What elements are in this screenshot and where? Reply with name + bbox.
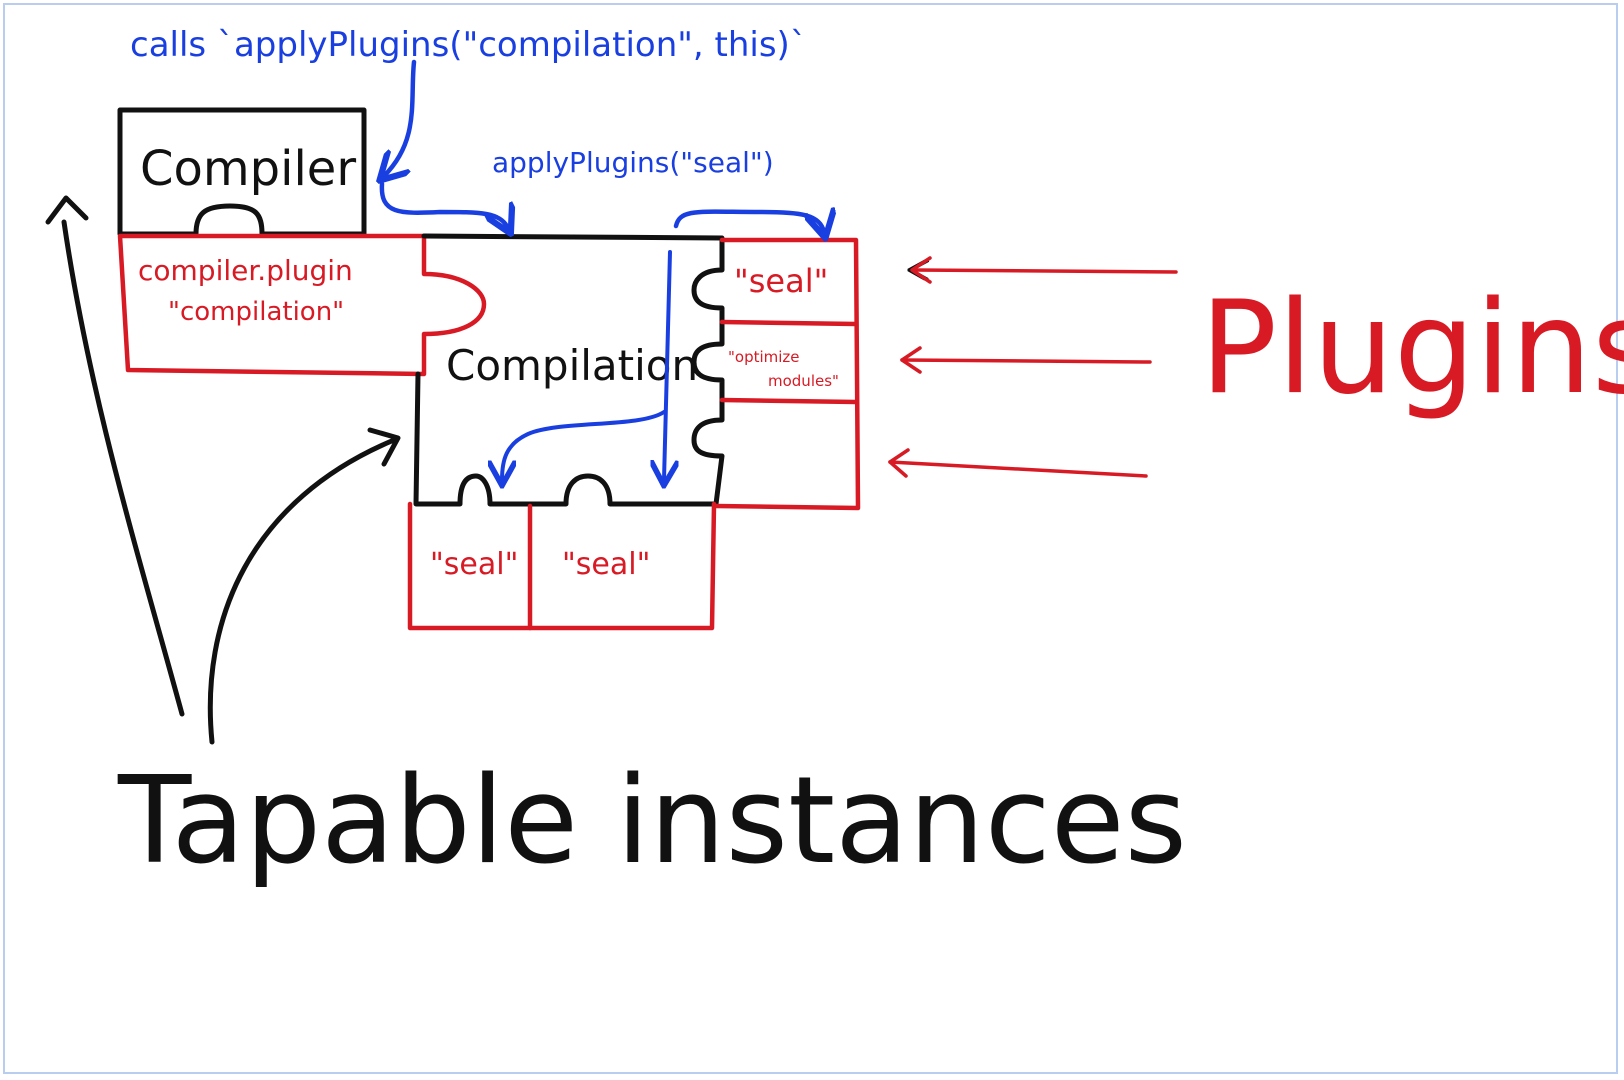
compiler-plugin-line1: compiler.plugin [138,254,353,287]
calls-annotation: calls `applyPlugins("compilation", this)… [130,25,807,65]
optimize-line2: modules" [768,372,839,390]
plugins-label: Plugins [1200,274,1624,423]
plugins-arrowhead-top [910,256,932,284]
plugins-arrow-bottom [888,460,1148,478]
whiteboard-frame [3,3,1618,1074]
tapable-instances-label: Tapable instances [117,752,1187,891]
inner-down-arrow-left [502,410,666,480]
plugins-arrowhead-bottom [888,448,910,478]
compiler-label: Compiler [140,141,356,197]
seal-bottom-left-label: "seal" [430,547,518,582]
right-plugin-column: "seal" "optimize modules" [713,237,861,511]
plugins-arrow-top [914,270,1178,272]
compiler-plugin-line2: "compilation" [168,297,344,327]
plugins-arrowhead-middle [900,346,922,374]
tapable-arrow-to-compilation [207,437,397,745]
inner-down-arrow-right [664,250,670,480]
calls-arrow [384,59,417,176]
compilation-to-seal-arrow [673,212,824,232]
apply-plugins-seal-text: applyPlugins("seal") [492,146,774,179]
bottom-plugin-row: "seal" "seal" [407,501,717,631]
tapable-arrow-to-compiler [61,219,185,717]
optimize-line1: "optimize [728,348,800,366]
tapable-arrowhead-compilation [367,427,401,467]
tapable-arrowhead-compiler [45,195,89,225]
seal-right-label: "seal" [734,262,828,300]
compiler-box: Compiler [117,107,367,237]
compilation-box: Compilation [413,233,725,507]
seal-bottom-right-label: "seal" [562,547,650,582]
compiler-to-compilation-arrow [379,181,508,228]
plugins-arrow-middle [900,358,1152,364]
compilation-label: Compilation [446,341,698,390]
apply-seal-annotation: applyPlugins("seal") [492,146,774,179]
calls-apply-plugins-text: calls `applyPlugins("compilation", this)… [130,25,807,65]
compiler-plugin-box: compiler.plugin "compilation" [117,233,487,377]
